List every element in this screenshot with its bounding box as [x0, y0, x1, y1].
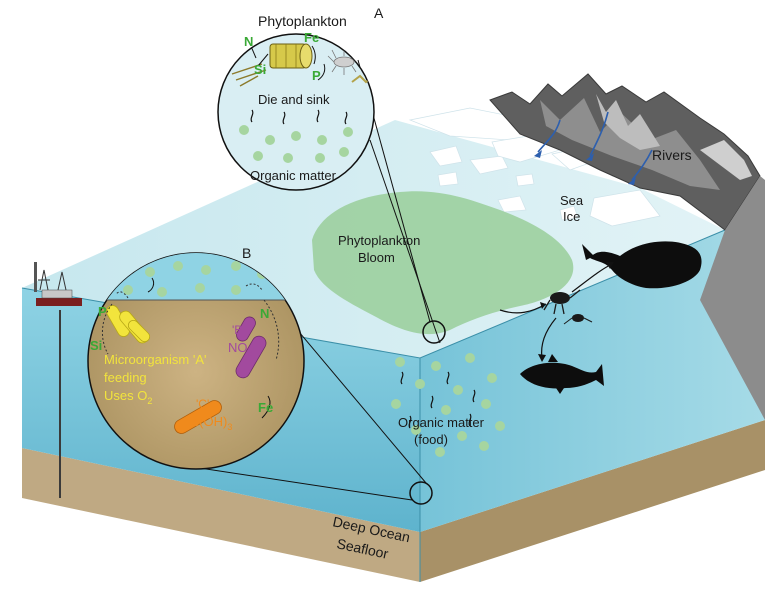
organic-matter-food-line1: Organic matter [398, 415, 485, 430]
callout-b-letter: B [242, 245, 251, 261]
zoom-marker-seafloor [409, 481, 433, 505]
rivers [537, 111, 653, 181]
krill-icon [543, 289, 581, 315]
sea-ice-label-line1: Sea [560, 193, 584, 208]
bubble-a-si: Si [254, 62, 266, 77]
bubble-a-die-sink: Die and sink [258, 92, 330, 107]
oil-rig-icon [34, 262, 82, 306]
microbe-a-icon [106, 305, 151, 344]
seafloor-band [22, 448, 420, 582]
bubble-a-organic-matter: Organic matter [250, 168, 337, 183]
phytoplankton-bloom [312, 191, 574, 335]
organic-matter-food-line2: (food) [414, 432, 448, 447]
callout-a-letter: A [374, 5, 384, 21]
seafloor-band-side [420, 420, 765, 582]
mountains [489, 73, 765, 420]
bubble-b-n: N [260, 306, 269, 321]
bubble-b-no3: NO3 [228, 340, 253, 358]
microbe-c-icon [174, 400, 222, 434]
needle-diatom-icon [231, 63, 267, 87]
cod-fish-icon [520, 354, 604, 394]
bubble-b-fe: Fe [258, 400, 273, 415]
bloom-label-line2: Bloom [358, 250, 395, 265]
bubble-b-p: P [98, 304, 107, 319]
sinking-arrows [400, 371, 476, 429]
zoom-marker-surface [422, 320, 446, 344]
bubble-a-n: N [244, 34, 253, 49]
bubble-b-microorganism: Microorganism 'A' [104, 352, 207, 367]
bloom-label-line1: Phytoplankton [338, 233, 420, 248]
diatom-cylinder-icon [269, 43, 313, 69]
organic-particles [391, 353, 505, 457]
bubble-a-fe: Fe [304, 30, 319, 45]
bubble-b-si: Si [90, 338, 102, 353]
bubble-b-feoh3: Fe(OH)3 [184, 414, 232, 432]
rivers-label: Rivers [652, 147, 692, 163]
bubble-a-title: Phytoplankton [258, 13, 347, 29]
bubble-a-p: P [312, 68, 321, 83]
bubble-b-marker-b: 'B' [232, 323, 245, 337]
bubble-b-marker-c: 'C' [196, 397, 209, 411]
sea-ice-label-line2: Ice [563, 209, 580, 224]
bubble-b-feeding: feeding [104, 370, 147, 385]
whale-icon [582, 241, 702, 289]
bubble-b-uses-o2: Uses O2 [104, 388, 152, 406]
microbe-b-icon [235, 316, 267, 379]
cliff-side [700, 176, 765, 420]
zooplankton-icon [563, 314, 593, 325]
